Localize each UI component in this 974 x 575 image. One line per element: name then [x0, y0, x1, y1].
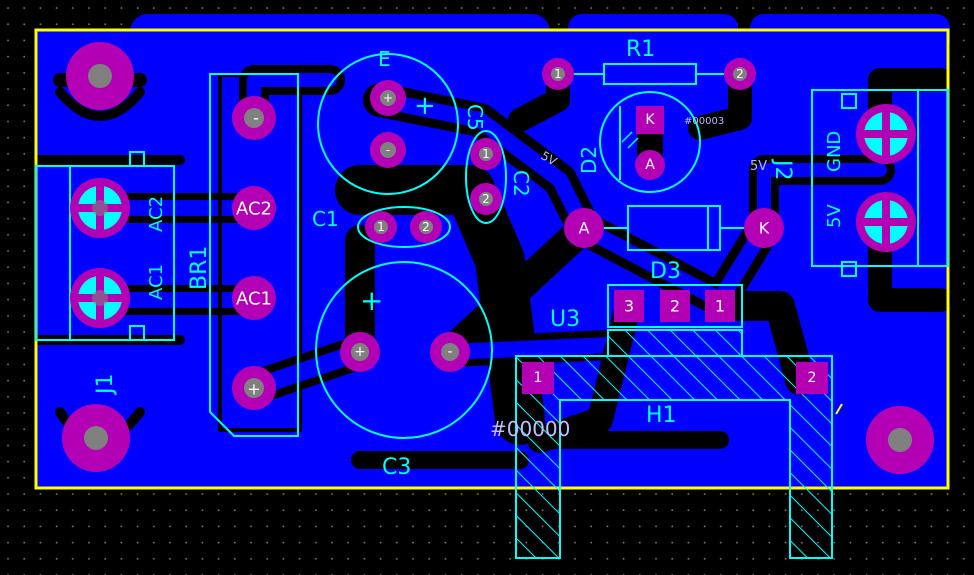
label-c3: C3	[382, 455, 411, 480]
pad-h1-2	[796, 362, 828, 394]
label-d3: D3	[650, 259, 681, 284]
j2-screw-5v	[856, 192, 916, 252]
pad-c5-1	[470, 138, 502, 170]
pad-e-minus	[370, 132, 406, 168]
pad-label-c3-plus: +	[354, 344, 366, 360]
pad-c3-plus	[340, 332, 380, 372]
pad-label-e-minus: -	[386, 143, 390, 157]
j1-screw-ac1	[70, 268, 130, 328]
label-c5: C5	[463, 104, 487, 131]
pad-br1-plus	[232, 366, 276, 410]
label-j1: J1	[93, 374, 118, 397]
pad-label-c5-2: 2	[482, 192, 490, 206]
pad-label-br1-ac2: AC2	[236, 199, 272, 220]
pad-label-u3-1: 1	[715, 297, 725, 316]
pad-c1-1	[365, 211, 397, 243]
pad-br1-ac1	[232, 276, 276, 320]
pad-c1-2	[410, 211, 442, 243]
screw-terminals	[70, 104, 916, 328]
pad-label-r1-1: 1	[554, 67, 562, 81]
j1-screw-ac2	[70, 178, 130, 238]
pad-c3-minus	[430, 332, 470, 372]
pad-br1-ac2	[232, 186, 276, 230]
pad-e-plus	[370, 80, 406, 116]
pad-h1-1	[522, 362, 554, 394]
pad-r1-2	[724, 58, 756, 90]
pad-label-e-plus: +	[383, 91, 393, 105]
pad-label-c3-minus: -	[447, 344, 452, 360]
pad-label-h1-2: 2	[808, 370, 817, 386]
pads	[232, 58, 828, 410]
pad-u3-2	[660, 290, 690, 322]
silk-e-plus: +	[414, 91, 436, 121]
led-arrows-icon	[621, 131, 639, 149]
pad-c5-2	[470, 183, 502, 215]
silk-c3-plus: +	[360, 284, 383, 317]
label-j2-5v: 5V	[824, 204, 845, 228]
net-label-00000: #00000	[490, 417, 570, 441]
pad-d3-a	[564, 208, 604, 248]
label-br1: BR1	[187, 246, 212, 290]
silkscreen	[35, 53, 949, 439]
pad-label-d3-k: K	[759, 219, 770, 238]
label-r1: R1	[626, 37, 655, 62]
pad-label-c5-1: 1	[482, 147, 490, 161]
pad-r1-1	[542, 58, 574, 90]
pad-label-d2-a: A	[645, 157, 655, 173]
label-j2-gnd: GND	[824, 131, 845, 172]
pad-label-h1-1: 1	[534, 370, 543, 386]
pad-label-br1-minus: -	[253, 109, 259, 128]
pad-u3-3	[614, 290, 644, 322]
pad-label-d3-a: A	[579, 219, 590, 238]
net-label-5v-b: 5V	[750, 159, 767, 174]
label-u3: U3	[550, 307, 580, 332]
pad-d2-a	[635, 150, 665, 180]
label-j2: J2	[770, 158, 795, 181]
mounting-holes	[62, 42, 934, 474]
label-c2: C2	[509, 170, 533, 197]
pad-label-u3-3: 3	[624, 297, 634, 316]
label-e: E	[378, 47, 391, 71]
label-j1-ac2: AC2	[146, 196, 167, 232]
pad-label-c1-1: 1	[377, 220, 385, 234]
label-j1-ac1: AC1	[146, 264, 167, 300]
j2-screw-gnd	[856, 104, 916, 164]
pad-label-u3-2: 2	[670, 297, 680, 316]
marker-tick-icon	[835, 403, 843, 415]
pad-d3-k	[744, 208, 784, 248]
pad-d2-k	[636, 106, 664, 134]
label-d2: D2	[577, 146, 601, 174]
label-h1: H1	[646, 403, 677, 428]
pad-label-br1-plus: +	[247, 380, 260, 399]
label-c1: C1	[312, 207, 339, 231]
pad-label-r1-2: 2	[736, 67, 744, 81]
pad-label-d2-k: K	[645, 112, 655, 128]
pad-u3-1	[705, 290, 735, 322]
net-label-00003: #00003	[684, 116, 724, 127]
pad-br1-minus	[232, 96, 276, 140]
pad-label-c1-2: 2	[422, 220, 430, 234]
pad-label-br1-ac1: AC1	[236, 289, 272, 310]
